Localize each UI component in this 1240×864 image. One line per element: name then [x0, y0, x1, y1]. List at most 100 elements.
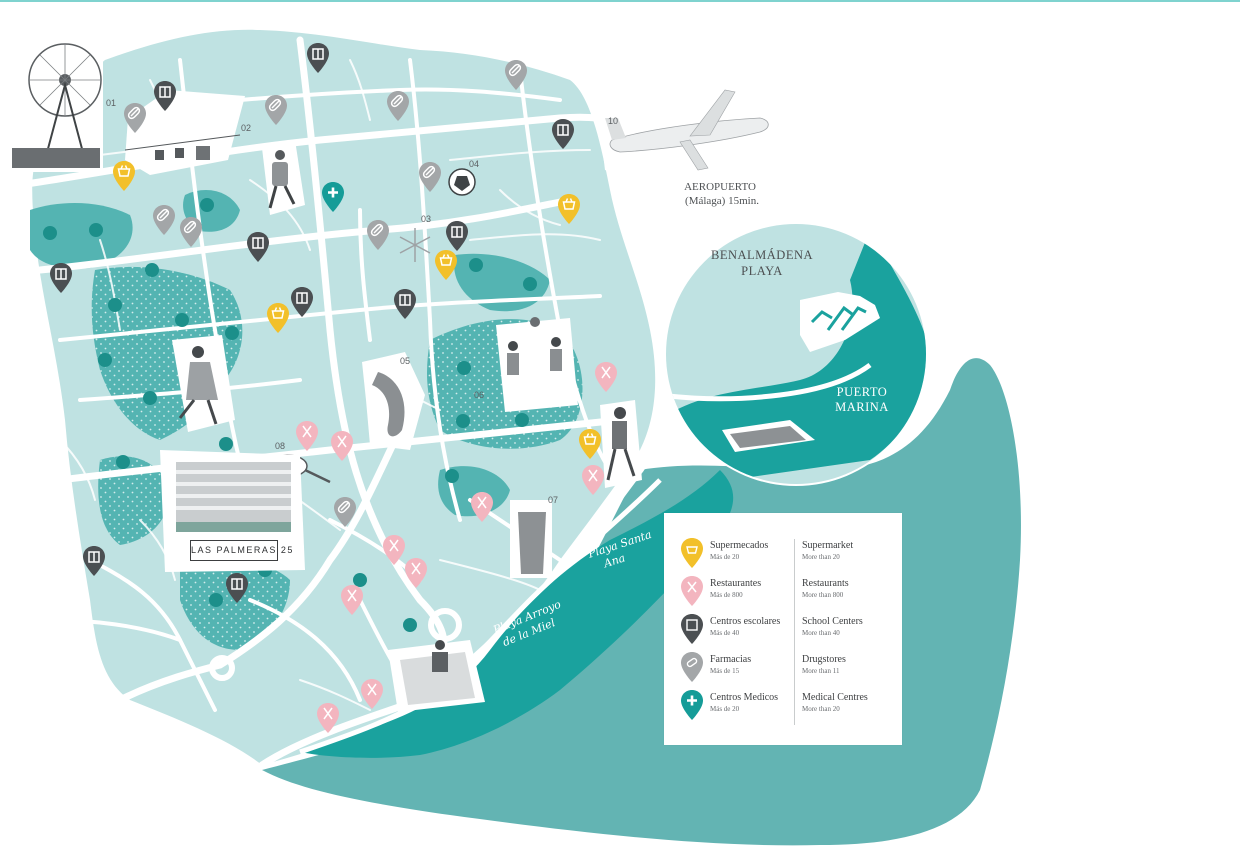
legend-row-pharmacies: Farmacias Más de 15 Drugstores More than… [664, 651, 902, 687]
map-pins [50, 43, 617, 733]
landmark-number-07: 07 [548, 495, 558, 505]
pharmacy-pin-icon[interactable] [387, 91, 409, 121]
landmark-number-06: 06 [474, 390, 484, 400]
hiker-illustration [262, 140, 305, 215]
legend-row-schools: Centros escolares Más de 40 School Cente… [664, 613, 902, 649]
restaurant-pin-icon[interactable] [331, 431, 353, 461]
legend-row-restaurants: Restaurantes Más de 800 Restaurants More… [664, 575, 902, 611]
supermarket-pin-icon[interactable] [267, 303, 289, 333]
restaurant-pin-icon[interactable] [405, 558, 427, 588]
airport-sublabel: (Málaga) 15min. [685, 195, 759, 207]
inset-title-line2: PLAYA [741, 264, 783, 278]
landmark-number-03: 03 [421, 214, 431, 224]
legend-es-count: Más de 20 [710, 705, 740, 713]
medical-pin-icon[interactable] [322, 182, 344, 212]
legend-en-count: More than 40 [802, 629, 840, 637]
football-illustration [448, 168, 476, 196]
school-pin-icon[interactable] [247, 232, 269, 262]
school-pin-icon[interactable] [83, 546, 105, 576]
legend-es-label: Centros Medicos [710, 692, 779, 703]
legend-divider [794, 539, 795, 725]
airplane-illustration [598, 80, 790, 182]
supermarket-pin-icon[interactable] [558, 194, 580, 224]
runner-woman-illustration [172, 335, 235, 432]
school-pin-icon[interactable] [50, 263, 72, 293]
tower-illustration [510, 500, 552, 578]
supermarket-pin-icon[interactable] [579, 429, 601, 459]
picnic-illustration [388, 640, 485, 712]
landmark-number-08: 08 [275, 441, 285, 451]
school-pin-icon [680, 613, 704, 645]
snowflake-illustration [399, 228, 431, 262]
restaurant-pin-icon [680, 575, 704, 607]
players-illustration [496, 317, 578, 412]
school-pin-icon[interactable] [394, 289, 416, 319]
airport-label: AEROPUERTO [684, 181, 756, 193]
legend-es-count: Más de 15 [710, 667, 740, 675]
ferris-wheel-illustration [8, 38, 103, 172]
supermarket-pin-icon [680, 537, 704, 569]
legend-es-label: Centros escolares [710, 616, 781, 627]
school-pin-icon[interactable] [552, 119, 574, 149]
pharmacy-pin-icon[interactable] [367, 220, 389, 250]
legend-en-label: Drugstores [802, 654, 846, 665]
restaurant-pin-icon[interactable] [383, 535, 405, 565]
pharmacy-pin-icon [680, 651, 704, 683]
pharmacy-pin-icon[interactable] [334, 497, 356, 527]
legend-en-label: Restaurants [802, 578, 849, 589]
pharmacy-pin-icon[interactable] [505, 60, 527, 90]
top-accent-strip [0, 0, 1240, 2]
restaurant-pin-icon[interactable] [582, 465, 604, 495]
legend-es-label: Supermecados [710, 540, 769, 551]
school-pin-icon[interactable] [154, 81, 176, 111]
legend-es-label: Farmacias [710, 654, 752, 665]
legend-es-count: Más de 800 [710, 591, 743, 599]
restaurant-pin-icon[interactable] [296, 421, 318, 451]
brand-logo: LAS PALMERAS 25 [190, 540, 292, 561]
supermarket-pin-icon[interactable] [435, 250, 457, 280]
inset-title-line1: BENALMÁDENA [711, 248, 813, 262]
legend-en-count: More than 11 [802, 667, 840, 675]
landmark-number-01: 01 [106, 98, 116, 108]
puerto-marina-line2: MARINA [835, 400, 889, 414]
legend-row-supermarkets: Supermecados Más de 20 Supermarket More … [664, 537, 902, 573]
pharmacy-pin-icon[interactable] [124, 103, 146, 133]
legend-en-count: More than 800 [802, 591, 844, 599]
inset-circle [664, 222, 928, 486]
landmark-number-05: 05 [400, 356, 410, 366]
school-pin-icon[interactable] [446, 221, 468, 251]
landmark-number-02: 02 [241, 123, 251, 133]
restaurant-pin-icon[interactable] [595, 362, 617, 392]
restaurant-pin-icon[interactable] [361, 679, 383, 709]
landmark-number-04: 04 [469, 159, 479, 169]
supermarket-pin-icon[interactable] [113, 161, 135, 191]
restaurant-pin-icon[interactable] [317, 703, 339, 733]
pharmacy-pin-icon[interactable] [265, 95, 287, 125]
school-pin-icon[interactable] [226, 573, 248, 603]
pharmacy-pin-icon[interactable] [153, 205, 175, 235]
map-legend: Supermecados Más de 20 Supermarket More … [664, 513, 902, 745]
legend-en-label: School Centers [802, 616, 863, 627]
restaurant-pin-icon[interactable] [471, 492, 493, 522]
medical-pin-icon [680, 689, 704, 721]
legend-es-label: Restaurantes [710, 578, 762, 589]
school-pin-icon[interactable] [307, 43, 329, 73]
legend-es-count: Más de 40 [710, 629, 740, 637]
legend-en-count: More than 20 [802, 553, 840, 561]
legend-row-medical: Centros Medicos Más de 20 Medical Centre… [664, 689, 902, 725]
dolphin-illustration [362, 352, 425, 450]
tree-clusters [43, 198, 537, 632]
cable-car-illustration [124, 90, 245, 175]
puerto-marina-line1: PUERTO [837, 385, 888, 399]
landmark-number-10: 10 [608, 116, 618, 126]
school-pin-icon[interactable] [291, 287, 313, 317]
legend-en-count: More than 20 [802, 705, 840, 713]
legend-es-count: Más de 20 [710, 553, 740, 561]
pharmacy-pin-icon[interactable] [180, 217, 202, 247]
walker-man-illustration [600, 400, 642, 488]
restaurant-pin-icon[interactable] [341, 585, 363, 615]
sea-inner [300, 470, 734, 758]
pharmacy-pin-icon[interactable] [419, 162, 441, 192]
